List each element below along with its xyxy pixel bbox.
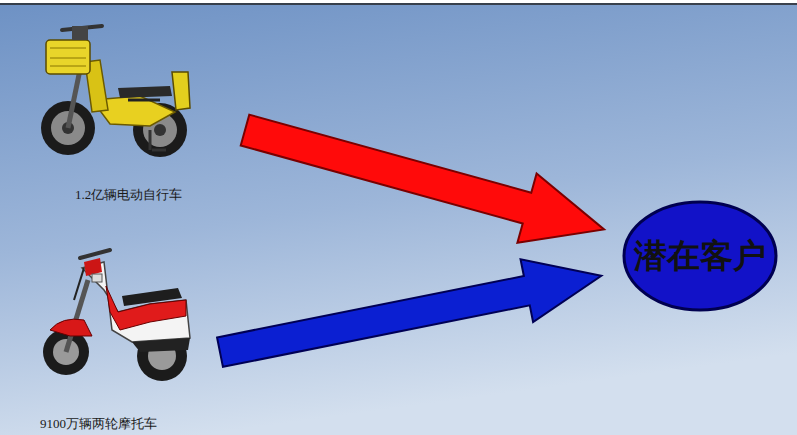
block-arrow (241, 115, 604, 243)
mirror-stem (74, 268, 84, 300)
back-rest (172, 72, 190, 110)
body-panel (82, 262, 190, 342)
headlight (72, 26, 88, 40)
underbody (132, 338, 190, 352)
seat (122, 288, 182, 306)
vehicle-caption: 1.2亿辆电动自行车 (75, 186, 182, 204)
top-margin (0, 0, 797, 3)
electric-bicycle-illustration (41, 26, 190, 157)
handlebar (80, 250, 110, 258)
stripe (128, 99, 160, 102)
front-fender (50, 319, 92, 336)
kickstand (150, 130, 166, 150)
vehicle-caption: 9100万辆两轮摩托车 (40, 415, 157, 433)
vehicle-group: 9100万辆两轮摩托车 (30, 240, 220, 435)
block-arrow (217, 259, 601, 367)
node-label: 潜在客户 (622, 200, 778, 312)
red-stripe (106, 286, 186, 330)
target-ellipse: 潜在客户 (622, 200, 778, 312)
top-rule (0, 3, 797, 5)
headlight-cover (84, 258, 102, 276)
wheel-hub (154, 124, 166, 136)
headlight (92, 274, 102, 282)
basket-grid (50, 48, 86, 66)
motorcycle-illustration (43, 250, 190, 381)
vehicle-group: 1.2亿辆电动自行车 (30, 15, 245, 210)
basket (46, 40, 90, 74)
seat (118, 86, 172, 98)
